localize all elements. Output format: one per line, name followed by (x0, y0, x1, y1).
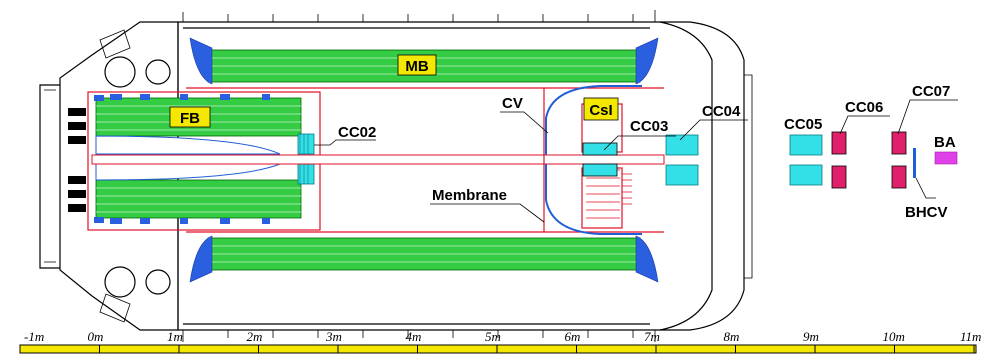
cc03-label: CC03 (630, 118, 668, 135)
scale-tick-label: 9m (803, 329, 819, 344)
cc07-label: CC07 (912, 83, 950, 100)
downstream-detectors (665, 131, 958, 189)
scale-tick-label: 3m (325, 329, 342, 344)
cc06-label: CC06 (845, 99, 883, 116)
cc02-label: CC02 (338, 124, 376, 141)
fb-label: FB (180, 110, 200, 127)
scale-labels: -1m 0m 1m 2m 3m 4m 5m 6m 7m 8m 9m 10m 11m (24, 329, 981, 344)
scale-tick-label: 11m (960, 329, 981, 344)
scale-tick-label: 1m (167, 329, 183, 344)
ba-block (934, 151, 958, 165)
scale-tick-label: 2m (247, 329, 263, 344)
scale-tick-label: 0m (88, 329, 104, 344)
cc05-upper (789, 134, 823, 156)
ba-label: BA (934, 134, 956, 151)
front-barrel: FB (87, 91, 321, 231)
membrane-and-cv: CsI (543, 85, 642, 235)
cc07-lower (891, 165, 907, 189)
cc05-label: CC05 (784, 116, 822, 133)
leader-lines (314, 99, 958, 223)
scale-ticks (19, 345, 975, 353)
top-flange-ticks (182, 10, 656, 342)
left-ports (68, 108, 86, 212)
bhcv-label: BHCV (905, 204, 948, 221)
beam-pipe (91, 154, 665, 165)
scale-tick-label: 6m (565, 329, 581, 344)
csi-label: CsI (589, 102, 612, 119)
scale-tick-label: 8m (724, 329, 740, 344)
scale-tick-label: -1m (24, 329, 44, 344)
main-barrel-top: MB (186, 37, 664, 89)
main-barrel-bottom (186, 231, 664, 283)
cc04-label: CC04 (702, 103, 741, 120)
scale-tick-label: 5m (485, 329, 501, 344)
cc06-upper (831, 131, 847, 155)
cc04-upper (665, 134, 699, 156)
scale-tick-label: 4m (406, 329, 422, 344)
scale-tick-label: 7m (644, 329, 660, 344)
bhcv-plane (913, 148, 916, 178)
scale-tick-label: 10m (883, 329, 905, 344)
labels: CC02 CV Membrane CC03 CC04 CC05 CC06 CC0… (338, 83, 956, 221)
cv-label: CV (502, 95, 523, 112)
cc04-lower (665, 164, 699, 186)
cc07-upper (891, 131, 907, 155)
cc06-lower (831, 165, 847, 189)
mb-label: MB (405, 58, 428, 75)
membrane-label: Membrane (432, 187, 507, 204)
scale-bar: -1m 0m 1m 2m 3m 4m 5m 6m 7m 8m 9m 10m 11m (19, 329, 981, 354)
cc05-lower (789, 164, 823, 186)
